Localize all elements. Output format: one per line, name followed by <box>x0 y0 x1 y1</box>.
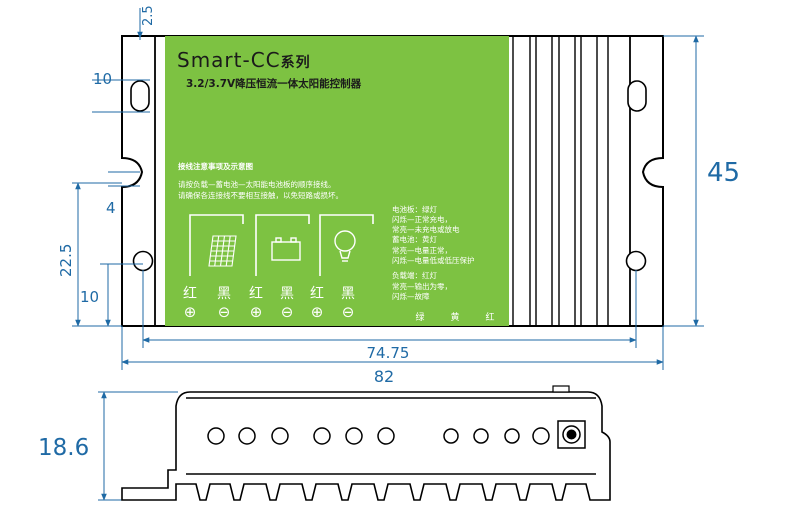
terminal-labels: 红 黑 红 黑 红 黑 <box>183 286 355 302</box>
status-line: 电池板：绿灯 <box>392 204 437 214</box>
title-main: Smart-CC <box>177 48 281 72</box>
minus-icon: ⊖ <box>281 303 294 321</box>
dim-10-lower: 10 <box>80 288 99 306</box>
minus-icon: ⊖ <box>218 303 231 321</box>
plus-icon: ⊕ <box>311 303 324 321</box>
status-line: 常亮—输出为零， <box>392 281 452 291</box>
subtitle: 3.2/3.7V降压恒流一体太阳能控制器 <box>186 77 362 90</box>
status-line: 闪烁—正常充电， <box>392 214 452 224</box>
dim-4: 4 <box>106 199 116 217</box>
mounting-slot-left <box>130 80 150 112</box>
terminal-hole <box>345 427 363 445</box>
led-label-green: 绿 <box>415 311 424 323</box>
note-line-2: 请确保各连接线不要相互接触，以免短路或损坏。 <box>178 190 343 200</box>
top-view: Smart-CC系列 3.2/3.7V降压恒流一体太阳能控制器 接线注意事项及示… <box>121 35 664 327</box>
side-top-tab <box>552 385 570 393</box>
status-line: 闪烁—电量低或低压保护 <box>392 255 475 265</box>
terminal-label: 黑 <box>217 286 231 302</box>
status-line: 负载端：红灯 <box>392 270 437 280</box>
side-housing <box>121 391 611 501</box>
dim-22-5: 22.5 <box>57 244 75 277</box>
led-label-yellow: 黄 <box>450 311 459 323</box>
dim-2-5: 2.5 <box>141 5 156 26</box>
mounting-hole-right <box>625 250 647 272</box>
status-line: 常亮—电量正常， <box>392 245 452 255</box>
terminal-hole <box>271 427 289 445</box>
terminal-hole <box>238 427 256 445</box>
dim-45: 45 <box>707 158 740 188</box>
side-view <box>121 385 611 501</box>
dimension-lines <box>72 8 704 501</box>
status-legend: 电池板：绿灯 闪烁—正常充电， 常亮—未充电或放电 蓄电池：黄灯 常亮—电量正常… <box>392 204 475 301</box>
dimension-labels: 2.5 10 4 22.5 10 45 74.75 82 18.6 <box>38 5 740 461</box>
notes-heading: 接线注意事项及示意图 <box>178 161 253 171</box>
plus-icon: ⊕ <box>250 303 263 321</box>
minus-icon: ⊖ <box>342 303 355 321</box>
wiring-brackets <box>189 214 374 276</box>
heatsink-ridges <box>512 36 598 326</box>
mounting-hole-left <box>132 250 154 272</box>
svg-text:Smart-CC系列: Smart-CC系列 <box>177 48 311 72</box>
side-ports <box>207 420 586 449</box>
terminal-label: 黑 <box>341 286 355 302</box>
dim-10-upper: 10 <box>93 70 112 88</box>
battery-icon <box>271 237 301 261</box>
dim-18-6: 18.6 <box>38 435 89 461</box>
plus-icon: ⊕ <box>184 303 197 321</box>
terminal-hole <box>377 427 395 445</box>
solar-panel-icon <box>208 235 237 267</box>
title-suffix: 系列 <box>281 54 311 71</box>
dim-74-75: 74.75 <box>367 344 410 362</box>
led-hole <box>443 428 459 444</box>
terminal-label: 红 <box>183 286 197 302</box>
status-line: 蓄电池：黄灯 <box>392 234 437 244</box>
led-label-red: 红 <box>485 311 494 323</box>
terminal-label: 红 <box>249 286 263 302</box>
led-hole <box>504 428 520 444</box>
led-hole <box>473 428 489 444</box>
lightbulb-icon <box>334 230 356 262</box>
terminal-hole <box>313 427 331 445</box>
label-panel <box>165 36 509 326</box>
mounting-slot-right <box>627 80 647 112</box>
terminal-symbols: ⊕ ⊖ ⊕ ⊖ ⊕ ⊖ <box>184 303 355 321</box>
terminal-hole <box>207 427 225 445</box>
dim-82: 82 <box>374 367 394 386</box>
note-line-1: 请按负载—蓄电池—太阳能电池板的顺序接线。 <box>178 179 336 189</box>
status-line: 闪烁—故障 <box>392 291 430 301</box>
status-line: 常亮—未充电或放电 <box>392 224 460 234</box>
led-hole <box>532 427 550 445</box>
terminal-label: 黑 <box>280 286 294 302</box>
terminal-label: 红 <box>310 286 324 302</box>
